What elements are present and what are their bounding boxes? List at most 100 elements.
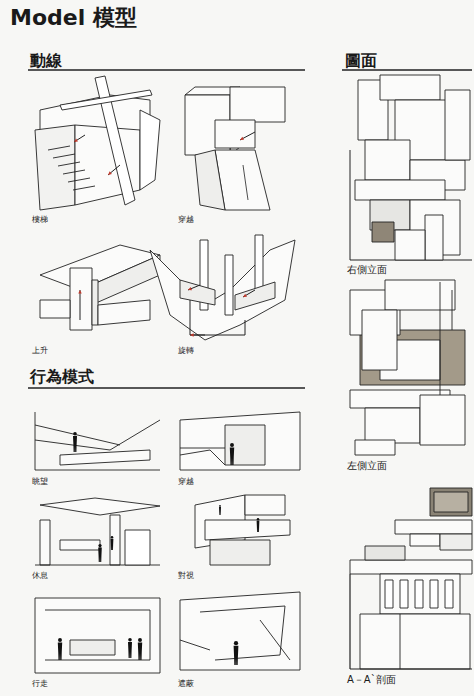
sketch-stroke xyxy=(385,580,393,608)
figure-caption: 旋轉 xyxy=(178,347,194,356)
sketch-stroke xyxy=(78,290,81,294)
sketch-stroke xyxy=(355,180,445,200)
sketch-stroke xyxy=(445,580,453,608)
sketch-stroke xyxy=(234,641,239,665)
sketch-stroke xyxy=(108,171,112,175)
sketch-stroke xyxy=(225,255,233,315)
sketch-stroke xyxy=(243,165,248,200)
sketch-stroke xyxy=(28,69,305,71)
sketch-stroke xyxy=(190,300,245,335)
sketch-stroke xyxy=(60,540,100,550)
sketch-stroke xyxy=(73,436,77,452)
sketch-stroke xyxy=(70,268,92,330)
sketch-stroke xyxy=(60,90,152,110)
sketch-stroke xyxy=(111,539,114,550)
figure-caption: 休息 xyxy=(32,572,48,581)
sketch-stroke xyxy=(125,530,150,565)
sketch-stroke xyxy=(355,440,395,455)
sketch-stroke xyxy=(400,580,408,608)
sketch-stroke xyxy=(138,638,142,660)
sketch-stroke xyxy=(445,90,470,160)
sketch-stroke xyxy=(70,640,115,655)
sketch-stroke xyxy=(68,178,90,182)
sketch-stroke xyxy=(219,505,221,507)
sketch-stroke xyxy=(180,640,210,650)
sketch-stroke xyxy=(430,580,438,608)
sketch-stroke xyxy=(45,610,150,660)
sketch-stroke xyxy=(365,140,410,180)
sketch-stroke xyxy=(365,408,420,443)
sketch-stroke xyxy=(35,125,75,210)
sketch-stroke xyxy=(235,282,275,310)
sketch-stroke xyxy=(420,395,465,445)
sketch-stroke xyxy=(35,412,160,470)
sketch-stroke xyxy=(219,505,221,515)
sketch-stroke xyxy=(58,162,80,166)
figure-caption: 對視 xyxy=(178,572,194,581)
sketch-stroke xyxy=(372,222,394,242)
figure-caption: 行走 xyxy=(32,680,48,689)
sketch-stroke xyxy=(111,536,114,550)
sketch-stroke xyxy=(385,280,455,310)
sketch-stroke xyxy=(40,300,70,318)
sketch-stroke xyxy=(35,425,120,445)
sketch-stroke xyxy=(98,544,102,562)
sketch-stroke xyxy=(92,280,98,325)
figure-caption: 樓梯 xyxy=(32,216,48,225)
sketch-stroke xyxy=(349,574,350,669)
figure-caption: 穿越 xyxy=(178,478,194,487)
sketch-stroke xyxy=(180,448,225,449)
poster-title: Model 模型 xyxy=(10,6,137,30)
sketch-stroke xyxy=(240,137,244,140)
sketch-stroke xyxy=(230,87,285,122)
sketch-stroke xyxy=(108,165,120,175)
figure-caption: 右側立面 xyxy=(347,264,387,275)
sketch-stroke xyxy=(180,412,300,470)
sketch-stroke xyxy=(255,235,263,290)
sketch-stroke xyxy=(48,146,70,150)
sketch-stroke xyxy=(35,420,160,450)
sketch-stroke xyxy=(360,614,470,669)
sketch-stroke xyxy=(195,150,225,210)
sketch-stroke xyxy=(440,534,472,550)
sketch-stroke xyxy=(74,139,78,142)
sketch-stroke xyxy=(28,387,305,389)
sketch-stroke xyxy=(234,641,238,645)
sketch-stroke xyxy=(215,120,255,148)
sketch-stroke xyxy=(415,580,423,608)
sketch-stroke xyxy=(150,240,295,340)
sketch-stroke xyxy=(190,333,194,336)
figure-caption: 遮蔽 xyxy=(178,680,194,689)
sketch-stroke xyxy=(188,285,200,290)
sketch-stroke xyxy=(110,515,120,565)
sketch-stroke xyxy=(380,75,440,100)
sketch-stroke xyxy=(98,544,101,547)
sketch-stroke xyxy=(350,560,472,574)
sketch-stroke xyxy=(200,606,285,660)
sketch-stroke xyxy=(230,443,234,465)
sketch-stroke xyxy=(35,598,160,673)
figure-caption: 左側立面 xyxy=(347,460,387,471)
section-heading: 圖面 xyxy=(345,52,377,70)
sketch-stroke xyxy=(205,520,290,540)
sketch-stroke xyxy=(400,614,401,669)
figure-caption: 眺望 xyxy=(32,478,48,487)
sketch-stroke xyxy=(410,534,440,546)
figure-caption: A－A`剖面 xyxy=(347,674,396,685)
sketch-stroke xyxy=(140,110,160,190)
sketch-stroke xyxy=(380,574,460,614)
sketch-stroke xyxy=(40,498,160,515)
figure-caption: 上升 xyxy=(32,347,48,356)
sketch-stroke xyxy=(225,425,265,465)
sketch-stroke xyxy=(219,507,221,515)
sketch-stroke xyxy=(188,287,192,290)
sketch-stroke xyxy=(257,518,260,532)
sketch-stroke xyxy=(245,495,285,515)
sketch-stroke xyxy=(230,447,234,465)
section-heading: 行為模式 xyxy=(30,368,94,386)
sketch-stroke xyxy=(53,154,75,158)
sketch-stroke xyxy=(138,642,142,660)
sketch-stroke xyxy=(180,450,225,465)
sketch-stroke xyxy=(240,132,255,140)
